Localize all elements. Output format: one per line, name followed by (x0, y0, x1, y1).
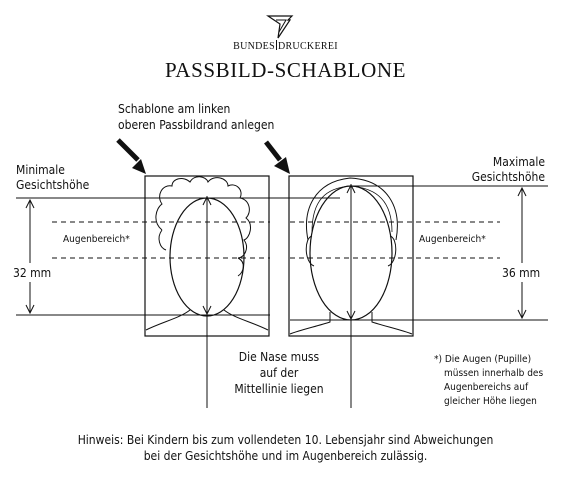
corner-arrow-left (116, 138, 146, 174)
footnote-line3: Augenbereichs auf (444, 382, 529, 393)
shoulder-left-max (289, 312, 331, 335)
short-hair-outline (306, 177, 398, 241)
anlegen-label-line1: Schablone am linken (118, 102, 231, 116)
max-height-label-line1: Maximale (492, 155, 545, 169)
brand-divider (275, 40, 277, 50)
nose-label-line2: auf der (224, 366, 334, 381)
eagle-logo-icon (266, 15, 294, 39)
min-height-label-line2: Gesichtshöhe (16, 178, 90, 192)
curly-hair-outline (155, 176, 251, 259)
footnote-line4: gleicher Höhe liegen (444, 396, 537, 407)
eye-area-label-right: Augenbereich* (418, 233, 487, 247)
ear-right (387, 235, 397, 267)
min-height-label-line1: Minimale (16, 163, 65, 177)
notice-line1: Hinweis: Bei Kindern bis zum vollendeten… (77, 433, 494, 447)
anlegen-label-line2: oberen Passbildrand anlegen (118, 118, 275, 132)
notice-line2: bei der Gesichtshöhe und im Augenbereich… (143, 449, 428, 463)
eye-area-label-left: Augenbereich* (62, 233, 131, 247)
ear-left (305, 235, 315, 267)
footnote-line2: müssen innerhalb des (444, 368, 544, 379)
shoulder-right-max (371, 312, 413, 335)
max-height-value: 36 mm (502, 266, 541, 280)
footnote-line1: *) Die Augen (Pupille) (434, 354, 532, 365)
min-height-value: 32 mm (13, 266, 52, 280)
brand-left: BUNDES (233, 41, 275, 52)
corner-arrow-right (264, 140, 290, 174)
shoulder-right-min (223, 309, 269, 331)
page-title: PASSBILD-SCHABLONE (164, 58, 407, 82)
shoulder-left-min (145, 309, 191, 331)
nose-label-line1: Die Nase muss (224, 350, 334, 365)
brand-right: DRUCKEREI (277, 41, 338, 52)
max-height-label-line2: Gesichtshöhe (471, 170, 545, 184)
nose-label-line3: Mittellinie liegen (220, 382, 338, 397)
